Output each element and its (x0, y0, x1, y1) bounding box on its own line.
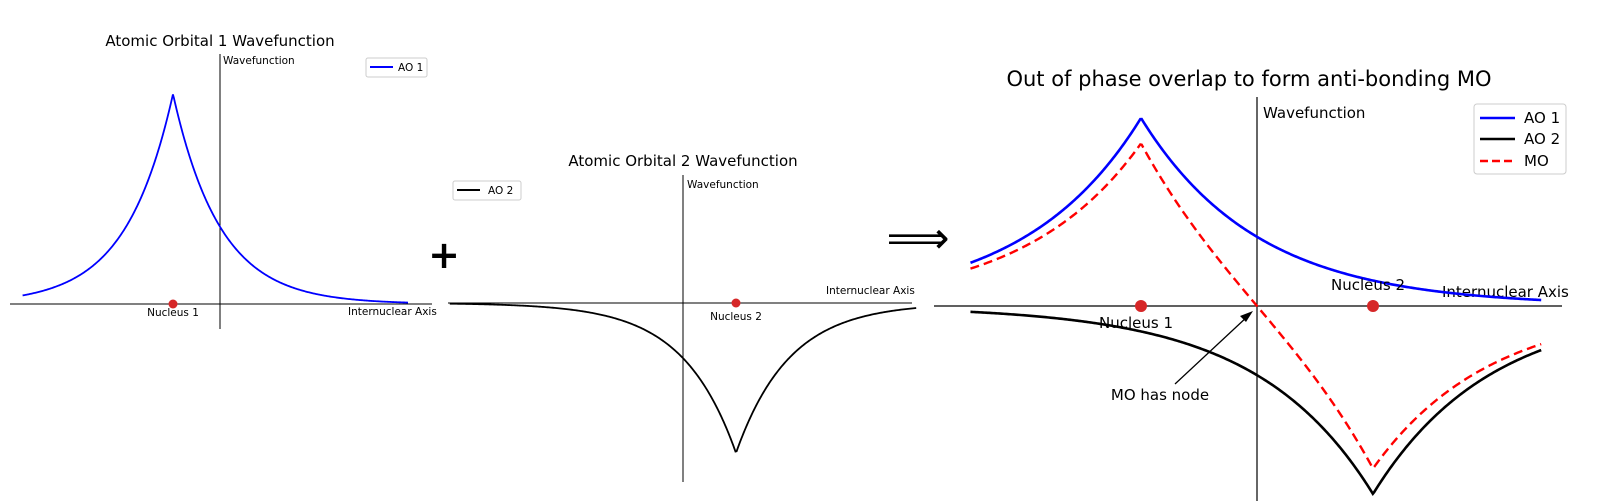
series-ao2-line (449, 302, 917, 453)
x-axis-label: Internuclear Axis (826, 285, 915, 297)
panel-ao1: Atomic Orbital 1 Wavefunction Wavefuncti… (10, 32, 437, 329)
panel-ao2: Atomic Orbital 2 Wavefunction Wavefuncti… (448, 152, 917, 482)
series-ao2-line (970, 310, 1542, 496)
nucleus-1-marker (168, 299, 178, 309)
annotation-arrow-head (1240, 311, 1253, 322)
implies-arrow: ⟹ (886, 213, 949, 264)
nucleus-2-marker (731, 298, 741, 308)
nucleus-2-label: Nucleus 2 (1331, 276, 1405, 294)
legend: AO 2 (452, 180, 522, 201)
nucleus-2-label: Nucleus 2 (710, 311, 762, 323)
series-mo-line (970, 143, 1542, 471)
legend-label-ao2: AO 2 (1524, 130, 1560, 148)
x-axis-label: Internuclear Axis (348, 306, 437, 318)
nucleus-1-label: Nucleus 1 (147, 307, 199, 319)
annotation-arrow-line (1174, 315, 1249, 385)
y-axis-label: Wavefunction (1263, 104, 1365, 122)
y-axis-label: Wavefunction (687, 179, 759, 191)
legend-label-ao1: AO 1 (1524, 109, 1560, 127)
annotation-text: MO has node (1111, 386, 1209, 404)
chart-title: Atomic Orbital 1 Wavefunction (105, 32, 334, 50)
legend: AO 1 (365, 57, 428, 78)
nucleus-1-marker (1135, 300, 1147, 312)
node-annotation: MO has node (1111, 311, 1253, 404)
nucleus-2-marker (1367, 300, 1379, 312)
legend-label-ao1: AO 1 (398, 62, 423, 74)
plus-symbol: + (428, 233, 460, 277)
legend-label-mo: MO (1524, 152, 1549, 170)
nucleus-1-label: Nucleus 1 (1099, 314, 1173, 332)
chart-title: Atomic Orbital 2 Wavefunction (568, 152, 797, 170)
chart-title: Out of phase overlap to form anti-bondin… (1006, 67, 1491, 91)
legend: AO 1 AO 2 MO (1473, 103, 1567, 175)
panel-mo: Out of phase overlap to form anti-bondin… (934, 67, 1569, 501)
series-ao1-line (22, 94, 409, 304)
y-axis-label: Wavefunction (223, 55, 295, 67)
series-ao1-line (970, 117, 1542, 302)
legend-label-ao2: AO 2 (488, 185, 513, 197)
